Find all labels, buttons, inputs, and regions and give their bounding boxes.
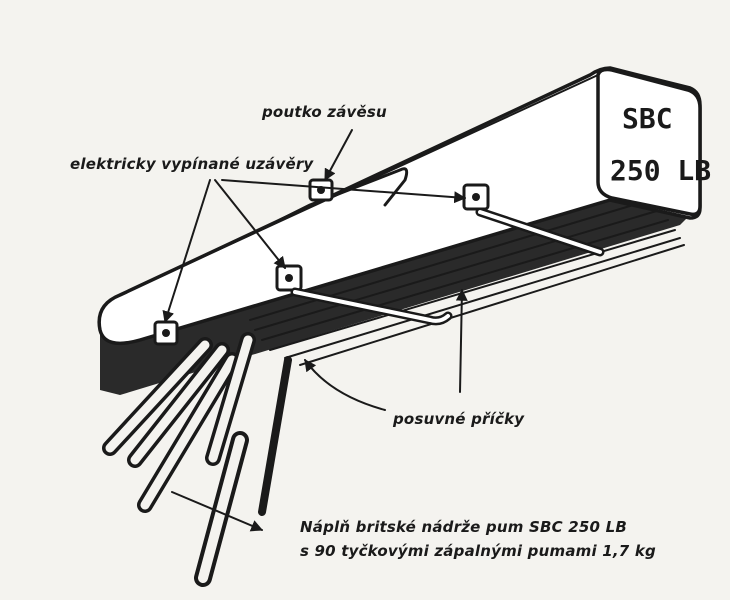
- bomb-rod: [130, 345, 227, 465]
- container-end-face: [596, 67, 702, 217]
- bomb-rod: [258, 356, 292, 516]
- caption-line-2: s 90 tyčkovými zápalnými pumami 1,7 kg: [300, 542, 656, 560]
- bomb-rod: [208, 335, 253, 463]
- sliding-bars: [290, 207, 605, 326]
- leader-lines: [162, 129, 468, 532]
- label-sliding-bars: posuvné příčky: [393, 410, 525, 428]
- caption-line-1: Náplň britské nádrže pum SBC 250 LB: [300, 518, 627, 536]
- bomb-rows: [249, 199, 685, 366]
- figure-caption: Náplň britské nádrže pum SBC 250 LB s 90…: [300, 515, 656, 563]
- bomb-rods: [102, 332, 292, 587]
- container-marking-line1: SBC: [622, 102, 673, 135]
- bomb-rod: [105, 340, 210, 453]
- label-suspension-lug: poutko závěsu: [262, 103, 387, 121]
- container-marking-line2: 250 LB: [610, 154, 711, 187]
- bomb-rod: [198, 435, 245, 583]
- label-electric-locks: elektricky vypínané uzávěry: [70, 155, 314, 173]
- suspension-strap: [278, 167, 409, 222]
- bomb-rod: [140, 355, 237, 510]
